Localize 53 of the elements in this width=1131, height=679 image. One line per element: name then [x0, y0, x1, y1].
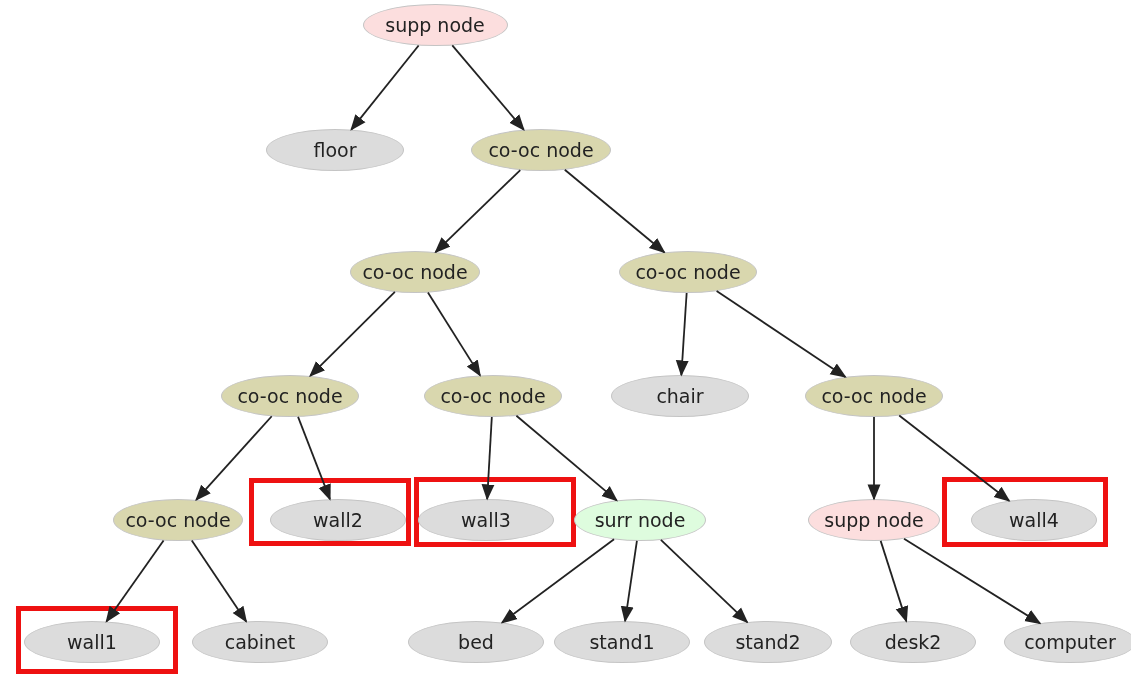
highlight-frame: [942, 477, 1108, 547]
node-label: supp node: [824, 509, 924, 531]
node-label: wall2: [313, 509, 363, 531]
node-label: wall3: [461, 509, 511, 531]
arrow: [515, 414, 618, 502]
node-label: floor: [313, 139, 357, 161]
tree-node: [24, 621, 160, 663]
node-label: co-oc node: [362, 261, 468, 283]
highlight-frame: [16, 606, 178, 674]
node-label: bed: [458, 631, 494, 653]
node-label: supp node: [385, 14, 485, 36]
node-label: co-oc node: [440, 385, 546, 407]
node-label: desk2: [884, 631, 942, 653]
arrow: [309, 291, 396, 378]
node-label: stand2: [735, 631, 801, 653]
arrow: [451, 44, 525, 131]
tree-node: [808, 499, 940, 541]
arrow: [879, 540, 909, 623]
arrow: [620, 540, 638, 623]
arrow: [898, 414, 1011, 502]
arrow: [105, 539, 165, 623]
node-label: wall1: [67, 631, 117, 653]
arrow: [500, 538, 615, 624]
arrow: [563, 168, 666, 254]
arrow: [867, 416, 881, 501]
node-label: co-oc node: [821, 385, 927, 407]
arrow: [903, 537, 1042, 625]
node-label: computer: [1024, 631, 1116, 653]
tree-node: [1004, 621, 1131, 663]
node-label: co-oc node: [237, 385, 343, 407]
highlight-frame: [249, 478, 411, 546]
node-label: chair: [656, 385, 704, 407]
tree-node: [270, 499, 406, 541]
arrow: [675, 292, 689, 377]
tree-node: [418, 499, 554, 541]
arrow: [434, 169, 522, 254]
arrow: [427, 291, 481, 377]
highlight-frame: [414, 477, 576, 547]
arrow: [195, 415, 273, 502]
node-label: co-oc node: [125, 509, 231, 531]
arrow: [190, 539, 248, 623]
arrow: [297, 415, 331, 501]
arrow: [715, 290, 847, 378]
arrow: [481, 416, 495, 501]
node-label: wall4: [1009, 509, 1059, 531]
arrow: [350, 44, 420, 131]
node-label: stand1: [589, 631, 655, 653]
tree-node: [574, 499, 706, 541]
node-label: surr node: [594, 509, 686, 531]
node-label: co-oc node: [488, 139, 594, 161]
node-label: cabinet: [224, 631, 296, 653]
arrow: [660, 539, 749, 624]
node-label: co-oc node: [635, 261, 741, 283]
